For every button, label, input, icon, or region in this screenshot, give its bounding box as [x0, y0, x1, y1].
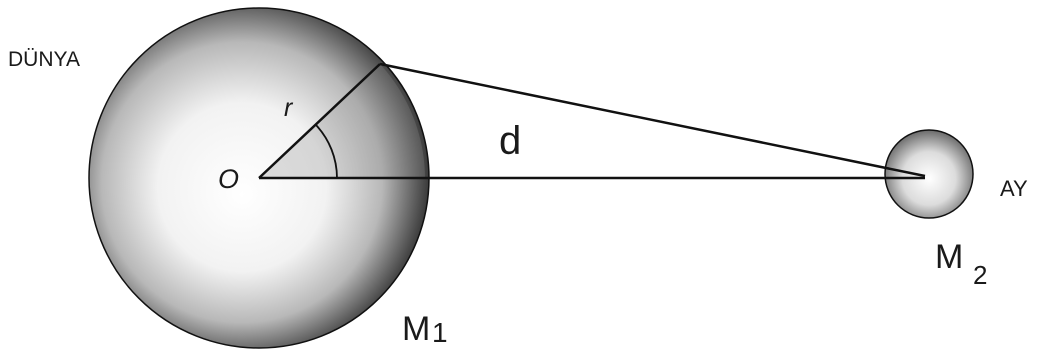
earth-mass-subscript: 1 — [432, 317, 448, 348]
moon-mass-subscript: 2 — [973, 260, 987, 290]
radius-label: r — [284, 94, 294, 122]
moon-mass-symbol: M — [935, 238, 963, 276]
tangent-line — [379, 62, 926, 178]
moon-label: AY — [1000, 176, 1028, 201]
center-label: O — [218, 164, 239, 194]
moon-mass-label: M 2 — [935, 238, 987, 290]
radius-line — [258, 63, 381, 179]
angle-arc — [315, 124, 338, 179]
shaded-sector — [259, 64, 425, 178]
moon-sphere — [884, 129, 974, 219]
earth-mass-symbol: M — [402, 310, 430, 348]
distance-label: d — [499, 119, 521, 163]
earth-mass-label: M 1 — [402, 310, 448, 348]
earth-label: DÜNYA — [8, 48, 80, 71]
